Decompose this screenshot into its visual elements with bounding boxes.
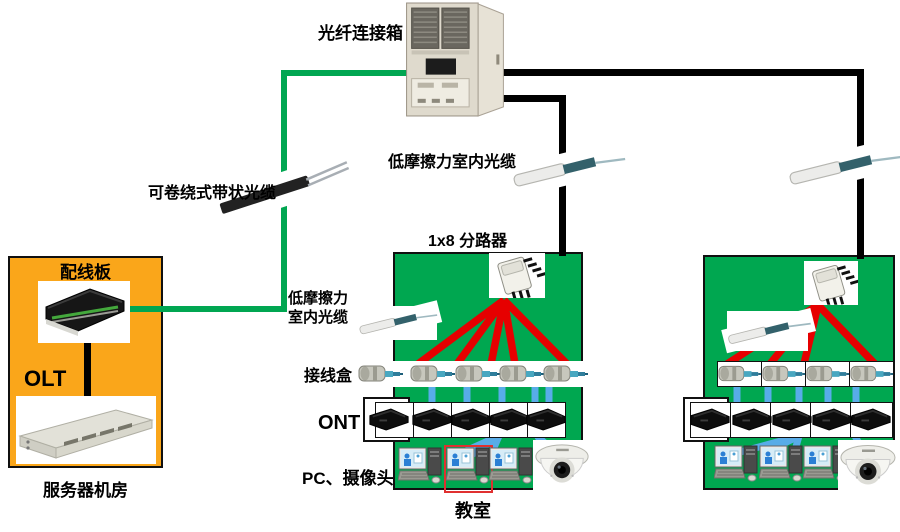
ont-device-image — [770, 406, 814, 433]
dome-camera-image — [533, 440, 591, 500]
junction-cell-right — [717, 361, 762, 387]
junction-cell-right — [849, 361, 894, 387]
pc-image — [714, 445, 759, 489]
pc-image — [398, 447, 443, 491]
junction-box-image — [718, 362, 762, 386]
patch-panel-inset — [38, 281, 130, 343]
pc-image — [489, 447, 534, 491]
indoor-cable-image-right-run — [778, 134, 900, 199]
pc-camera-label: PC、摄像头 — [302, 469, 394, 488]
black-fiber-right-horizontal — [500, 69, 864, 76]
dome-camera-inset-right — [838, 440, 898, 503]
junction-box-image — [762, 362, 806, 386]
splitter-inset-right — [804, 261, 858, 305]
olt-patch-panel-link — [84, 340, 91, 398]
indoor-cable-label-line1: 低摩擦力 — [288, 290, 349, 307]
black-fiber-right-vertical — [857, 69, 864, 259]
ont-device-image — [449, 406, 493, 433]
junction-cell-right — [805, 361, 850, 387]
indoor-cable-label-left: 低摩擦力 室内光缆 — [288, 289, 348, 327]
ont-device-image — [410, 406, 454, 433]
ont-device-image — [367, 406, 411, 433]
pc-image-svg — [446, 447, 491, 491]
junction-box-image — [455, 362, 501, 386]
ont-device-image — [524, 406, 568, 433]
junction-box-image — [499, 362, 545, 386]
olt-label: OLT — [24, 366, 67, 391]
splitter-image-center — [489, 253, 545, 298]
indoor-cable-label-top: 低摩擦力室内光缆 — [388, 154, 517, 171]
server-room-label: 服务器机房 — [43, 481, 128, 500]
fiber-cabinet-image — [405, 2, 507, 119]
pc-image — [759, 445, 804, 489]
classroom-label: 教室 — [455, 501, 491, 521]
junction-cell-right — [761, 361, 806, 387]
patch-panel-image — [38, 281, 130, 343]
pc-image-svg — [398, 447, 443, 491]
junction-box-image — [410, 362, 456, 386]
junction-box-image — [850, 362, 894, 386]
ont-cell-divider — [730, 402, 731, 438]
splitter-label: 1x8 分路器 — [428, 233, 508, 250]
pc-image-svg — [759, 445, 804, 489]
patch-panel-label: 配线板 — [60, 263, 111, 282]
junction-box-image — [358, 362, 404, 386]
pc-image-svg — [489, 447, 534, 491]
ont-device-image — [688, 406, 732, 433]
splitter-inset-center — [489, 253, 545, 298]
green-fiber-segment-horizontal-top — [284, 70, 410, 76]
fiber-cabinet-label: 光纤连接箱 — [318, 24, 403, 43]
olt-inset — [16, 396, 156, 464]
junction-box-image — [543, 362, 589, 386]
ont-label: ONT — [318, 412, 361, 434]
olt-device-image — [16, 396, 156, 464]
dome-camera-inset-center — [533, 440, 591, 500]
indoor-cable-image-center-run — [502, 136, 634, 201]
indoor-cable-label-line2: 室内光缆 — [288, 309, 349, 326]
black-fiber-center-vertical — [559, 95, 566, 256]
pc-image-highlighted — [444, 445, 493, 493]
ont-device-image — [849, 406, 893, 433]
junction-box-label: 接线盒 — [304, 368, 353, 385]
ribbon-cable-label: 可卷绕式带状光缆 — [148, 185, 277, 202]
black-fiber-center-horizontal — [500, 95, 566, 102]
ont-device-image — [730, 406, 774, 433]
junction-box-image — [806, 362, 850, 386]
dome-camera-image — [838, 440, 898, 503]
green-fiber-segment-horizontal-low — [128, 306, 285, 312]
ont-device-image — [810, 406, 854, 433]
splitter-image-right — [804, 261, 858, 305]
pc-image-svg — [714, 445, 759, 489]
green-fiber-segment-vertical — [281, 70, 287, 312]
